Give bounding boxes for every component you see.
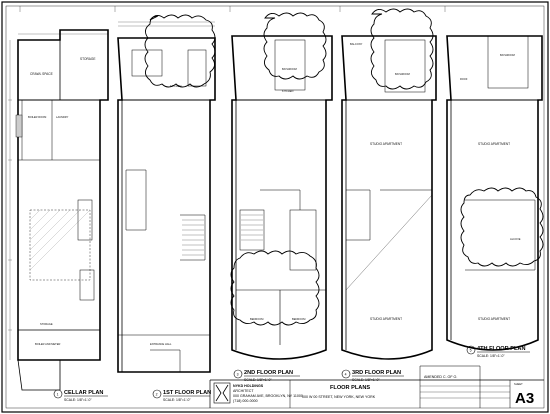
third-floor-room-label: STUDIO APARTMENT	[370, 317, 402, 321]
first-floor-title: 1ST FLOOR PLAN	[163, 390, 211, 396]
third-floor-number: 4	[345, 373, 347, 377]
cellar-plan-scale: SCALE: 1/8"=1'-0"	[64, 398, 92, 402]
first-floor-stairs	[182, 219, 204, 256]
cellar-plan-number: 1	[57, 393, 59, 397]
fourth-floor-number-bubble	[466, 345, 476, 355]
second-floor-room-label: BEDROOM	[250, 317, 263, 321]
revision-cloud	[144, 14, 216, 88]
firm-subtitle: ARCHITECT	[233, 389, 254, 393]
first-floor-plan: KITCHEN ENTRANCE HALL 2 1ST FLOOR PLAN S…	[117, 21, 216, 402]
fourth-floor-room-label: STUDIO APARTMENT	[478, 317, 510, 321]
first-floor-room-label: ENTRANCE HALL	[150, 342, 172, 346]
second-floor-number: 3	[237, 373, 239, 377]
cellar-plan-title: CELLAR PLAN	[64, 390, 103, 396]
third-floor-title: 3RD FLOOR PLAN	[352, 370, 401, 376]
revision-cloud	[370, 8, 434, 90]
sheet-number: A3	[515, 390, 534, 407]
fourth-floor-room-label: STUDIO APARTMENT	[478, 142, 510, 146]
revision-cloud	[263, 12, 327, 80]
fourth-floor-room-label: BATHROOM	[500, 53, 515, 57]
revision-cloud	[460, 187, 544, 267]
fourth-floor-title: 4TH FLOOR PLAN	[477, 346, 525, 352]
fourth-floor-number: 5	[470, 349, 472, 353]
second-floor-room-label: BEDROOM	[292, 317, 305, 321]
second-floor-title: 2ND FLOOR PLAN	[244, 370, 293, 376]
first-floor-dimension-lines	[118, 21, 215, 27]
cellar-plan-number-bubble	[53, 389, 63, 399]
cellar-room-label: LAUNDRY	[56, 115, 69, 119]
diagonal-guide-line	[345, 194, 433, 291]
revision-table	[420, 385, 510, 399]
third-floor-walls	[341, 35, 437, 360]
cellar-room-label: CRAWL SPACE	[30, 72, 53, 76]
revision-cloud	[230, 250, 320, 326]
third-floor-room-label: BALCONY	[350, 42, 363, 46]
fourth-floor-walls	[446, 35, 543, 351]
first-floor-number: 2	[156, 393, 158, 397]
firm-name: NYKD HOLDINGS	[233, 384, 264, 388]
first-floor-number-bubble	[152, 389, 162, 399]
cellar-walls	[15, 29, 109, 391]
third-floor-number-bubble	[341, 369, 351, 379]
firm-address: 000 GRAHAM AVE, BROOKLYN, NY 11000	[233, 394, 303, 398]
fourth-floor-plan: ROOF BATHROOM STUDIO APARTMENT ALCOVE ST…	[446, 35, 544, 358]
second-floor-plan: BATHROOM KITCHEN BEDROOM BEDROOM 3 2ND F…	[144, 12, 333, 382]
top-grid-ticks	[19, 6, 446, 12]
cellar-room-label: STORAGE	[80, 57, 96, 61]
cellar-dimension-lines	[8, 33, 108, 360]
cellar-hatch	[29, 209, 91, 271]
first-floor-room-label: KITCHEN	[170, 84, 182, 88]
second-floor-room-label: KITCHEN	[282, 89, 294, 93]
third-floor-plan: BALCONY BATHROOM STUDIO APARTMENT STUDIO…	[341, 8, 437, 382]
sheet-inner-border	[5, 5, 545, 409]
sheet-title: FLOOR PLANS	[330, 385, 370, 391]
firm-phone: (718) 000-0000	[233, 399, 258, 403]
third-floor-room-label: BATHROOM	[395, 72, 410, 76]
fourth-floor-room-label: ROOF	[460, 77, 468, 81]
cellar-room-label: STORAGE	[40, 322, 53, 326]
cellar-room-label: BOILER ROOM	[28, 115, 46, 119]
second-floor-number-bubble	[233, 369, 243, 379]
fourth-floor-room-label: ALCOVE	[510, 237, 521, 241]
project-address: 000 W 00 STREET, NEW YORK, NEW YORK	[302, 395, 376, 399]
firm-logo	[213, 382, 231, 404]
amended-note: AMENDED C. OF O.	[424, 375, 457, 379]
title-block: NYKD HOLDINGS ARCHITECT 000 GRAHAM AVE, …	[209, 365, 544, 408]
cellar-plan: STORAGE CRAWL SPACE BOILER ROOM LAUNDRY …	[8, 29, 109, 402]
second-floor-room-label: BATHROOM	[282, 67, 297, 71]
first-floor-walls	[117, 37, 216, 373]
fourth-floor-scale: SCALE: 1/8"=1'-0"	[477, 354, 505, 358]
second-floor-stairs	[241, 214, 263, 241]
cellar-room-label: BOILER AND METER	[35, 342, 60, 346]
sheet-label: SHEET	[514, 382, 523, 386]
second-floor-walls	[231, 35, 333, 360]
first-floor-scale: SCALE: 1/8"=1'-0"	[163, 398, 191, 402]
third-floor-room-label: STUDIO APARTMENT	[370, 142, 402, 146]
